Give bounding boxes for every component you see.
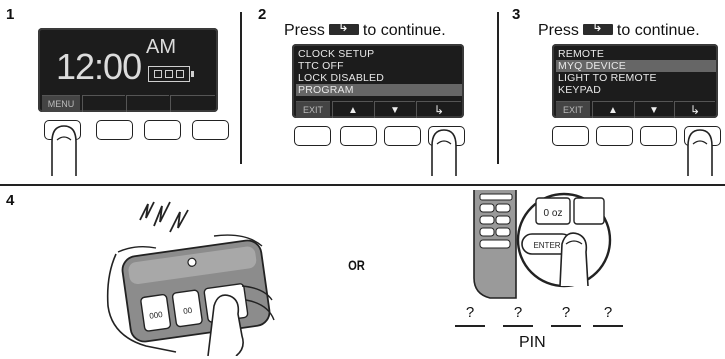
keypad-enter-key: ENTER	[533, 241, 560, 250]
pin-underline-1	[455, 325, 485, 327]
button-4[interactable]	[192, 120, 229, 140]
remote-button-1-label: 000	[149, 310, 164, 321]
step-number-1: 1	[6, 6, 14, 23]
enter-key-icon	[583, 24, 613, 35]
pin-underline-4	[593, 325, 623, 327]
enter-key-icon	[329, 24, 359, 35]
softkey-up: ▲	[592, 101, 633, 118]
display-step3: REMOTE MYQ DEVICE LIGHT TO REMOTE KEYPAD…	[552, 44, 718, 118]
clock-ampm: AM	[146, 36, 176, 59]
pin-digit-1: ?	[456, 304, 484, 321]
pin-digit-2: ?	[504, 304, 532, 321]
menu-item-1: CLOCK SETUP	[298, 48, 374, 60]
keypad-key-zero: 0 oz	[544, 208, 563, 219]
button-3[interactable]	[144, 120, 181, 140]
instruction-step2: Press to continue.	[284, 22, 446, 40]
button-1[interactable]	[294, 126, 331, 146]
button-2[interactable]	[596, 126, 633, 146]
menu-item-1: REMOTE	[558, 48, 604, 60]
instruction-press: Press	[538, 22, 579, 39]
step-number-2: 2	[258, 6, 266, 23]
pin-digit-4: ?	[594, 304, 622, 321]
softkey-blank-3	[126, 95, 169, 112]
pin-underline-3	[551, 325, 581, 327]
softkey-down: ▼	[634, 101, 673, 118]
menu-item-4: KEYPAD	[558, 84, 601, 96]
menu-item-2: TTC OFF	[298, 60, 344, 72]
instruction-press: Press	[284, 22, 325, 39]
divider-2-3	[497, 12, 499, 164]
menu-item-4-selected: PROGRAM	[296, 84, 462, 96]
instruction-step3: Press to continue.	[538, 22, 700, 40]
softkey-up: ▲	[332, 101, 373, 118]
softkey-menu: MENU	[42, 95, 80, 112]
divider-horizontal	[0, 184, 725, 186]
pin-digit-3: ?	[552, 304, 580, 321]
softkey-exit: EXIT	[556, 101, 590, 118]
or-label: OR	[348, 257, 365, 273]
button-3[interactable]	[640, 126, 677, 146]
display-step2: CLOCK SETUP TTC OFF LOCK DISABLED PROGRA…	[292, 44, 464, 118]
pin-label: PIN	[519, 334, 546, 352]
softkey-enter: ↳	[674, 101, 715, 118]
instruction-rest: to continue.	[363, 22, 446, 39]
remote-button-2-label: 00	[183, 306, 194, 316]
button-2[interactable]	[96, 120, 133, 140]
button-1[interactable]	[552, 126, 589, 146]
step-number-3: 3	[512, 6, 520, 23]
pin-underline-2	[503, 325, 533, 327]
display-step1: 12:00 AM MENU	[38, 28, 218, 112]
keypad-illustration: 0 oz ENTER	[466, 190, 646, 312]
finger-press-icon	[680, 126, 720, 176]
softkey-exit: EXIT	[296, 101, 330, 118]
softkey-enter: ↳	[416, 101, 461, 118]
button-2[interactable]	[340, 126, 377, 146]
menu-item-3: LOCK DISABLED	[298, 72, 384, 84]
battery-icon	[148, 66, 190, 82]
menu-item-3: LIGHT TO REMOTE	[558, 72, 657, 84]
finger-press-icon	[44, 120, 84, 176]
clock-time: 12:00	[56, 46, 141, 88]
divider-1-2	[240, 12, 242, 164]
softkey-blank-2	[82, 95, 125, 112]
instruction-rest: to continue.	[617, 22, 700, 39]
remote-control-illustration: 000 00	[96, 196, 286, 356]
softkey-down: ▼	[374, 101, 415, 118]
softkey-blank-4	[170, 95, 215, 112]
step-number-4: 4	[6, 192, 14, 209]
button-3[interactable]	[384, 126, 421, 146]
finger-press-icon	[424, 126, 464, 176]
menu-item-2-selected: MYQ DEVICE	[556, 60, 716, 72]
